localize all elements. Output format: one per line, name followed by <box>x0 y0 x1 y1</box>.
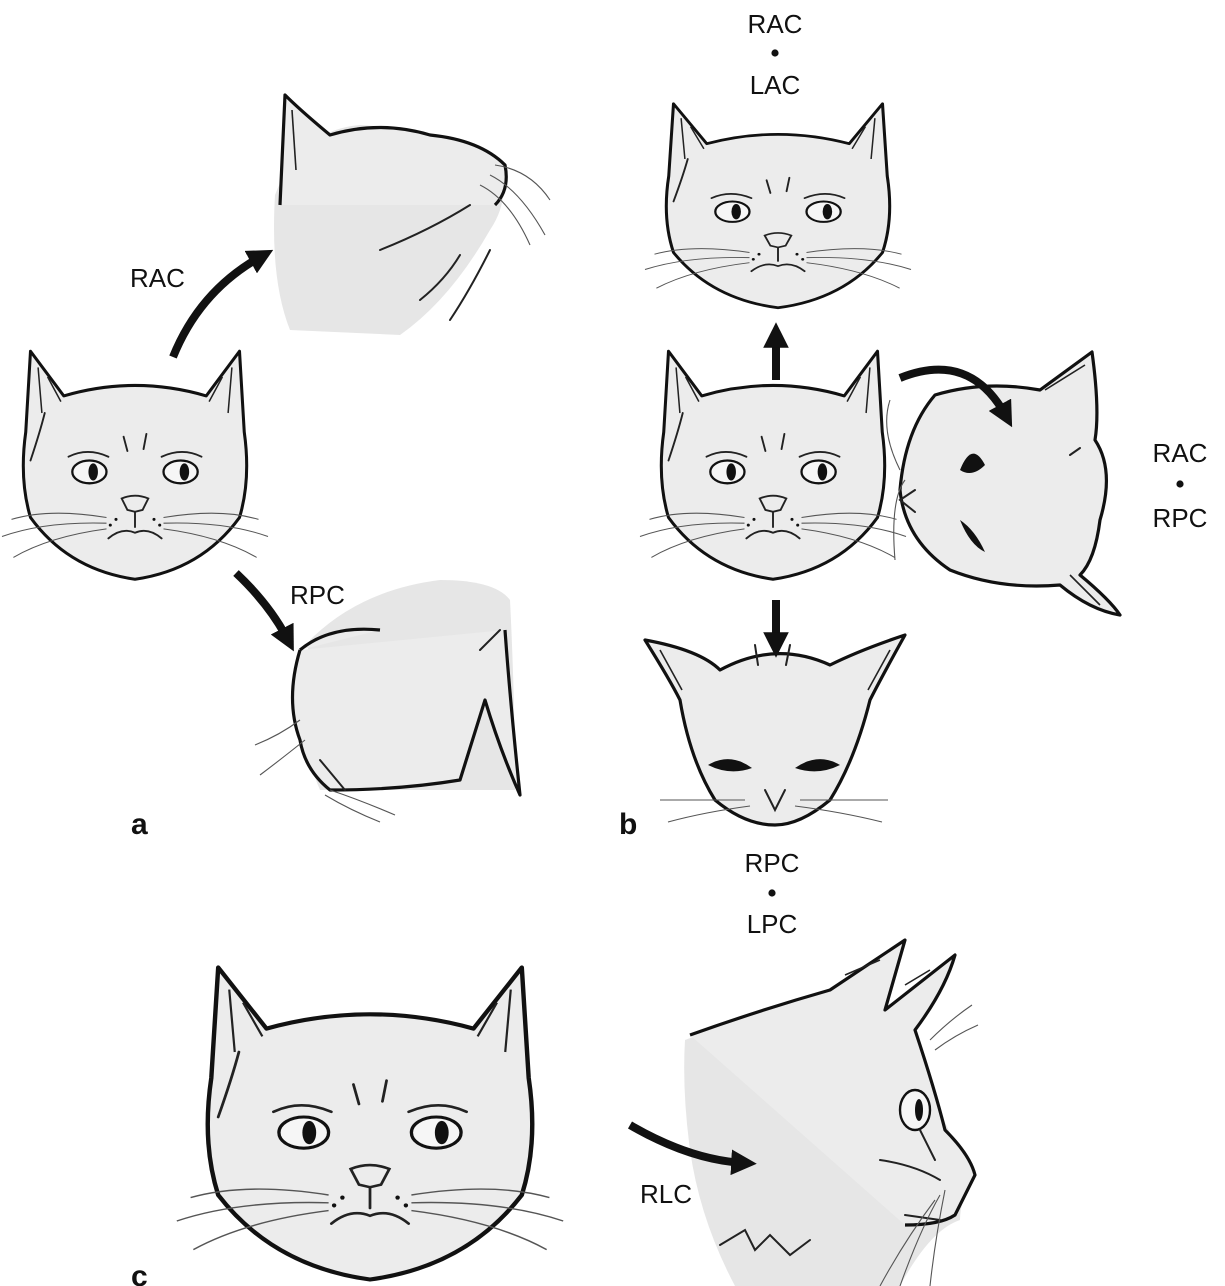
panel-a-arrow-rpc <box>236 573 288 640</box>
panel-b-letter: b <box>619 808 637 841</box>
panel-b-bottom-label-1: RPC <box>745 848 800 878</box>
panel-b-center-head <box>640 351 906 579</box>
panel-b-top-dot <box>771 49 778 56</box>
panel-a-front-head <box>2 351 268 579</box>
panel-b-bottom-dot <box>768 889 775 896</box>
panel-c-letter: c <box>131 1260 148 1286</box>
panel-b-right-head <box>887 352 1120 615</box>
panel-a-rac-head <box>274 95 550 335</box>
panel-c-label-rlc: RLC <box>640 1179 692 1209</box>
panel-b-top-label-2: LAC <box>750 70 801 100</box>
panel-a: RAC RPC a <box>2 95 550 841</box>
panel-b-bottom-label-2: LPC <box>747 909 798 939</box>
panel-b: RAC LAC <box>619 9 1207 939</box>
panel-a-rpc-head <box>255 580 520 822</box>
panel-b-top-label-1: RAC <box>748 9 803 39</box>
panel-a-arrow-rac <box>173 256 262 357</box>
panel-b-top-head <box>645 104 911 308</box>
panel-a-letter: a <box>131 808 148 841</box>
panel-a-label-rpc: RPC <box>290 580 345 610</box>
panel-b-bottom-head <box>645 635 905 825</box>
panel-b-right-label-2: RPC <box>1153 503 1208 533</box>
panel-a-label-rac: RAC <box>130 263 185 293</box>
panel-c: RLC c <box>131 940 978 1286</box>
panel-c-front-head <box>177 968 563 1280</box>
panel-b-right-label-1: RAC <box>1153 438 1208 468</box>
panel-c-profile-head <box>684 940 978 1286</box>
panel-b-right-dot <box>1176 480 1183 487</box>
